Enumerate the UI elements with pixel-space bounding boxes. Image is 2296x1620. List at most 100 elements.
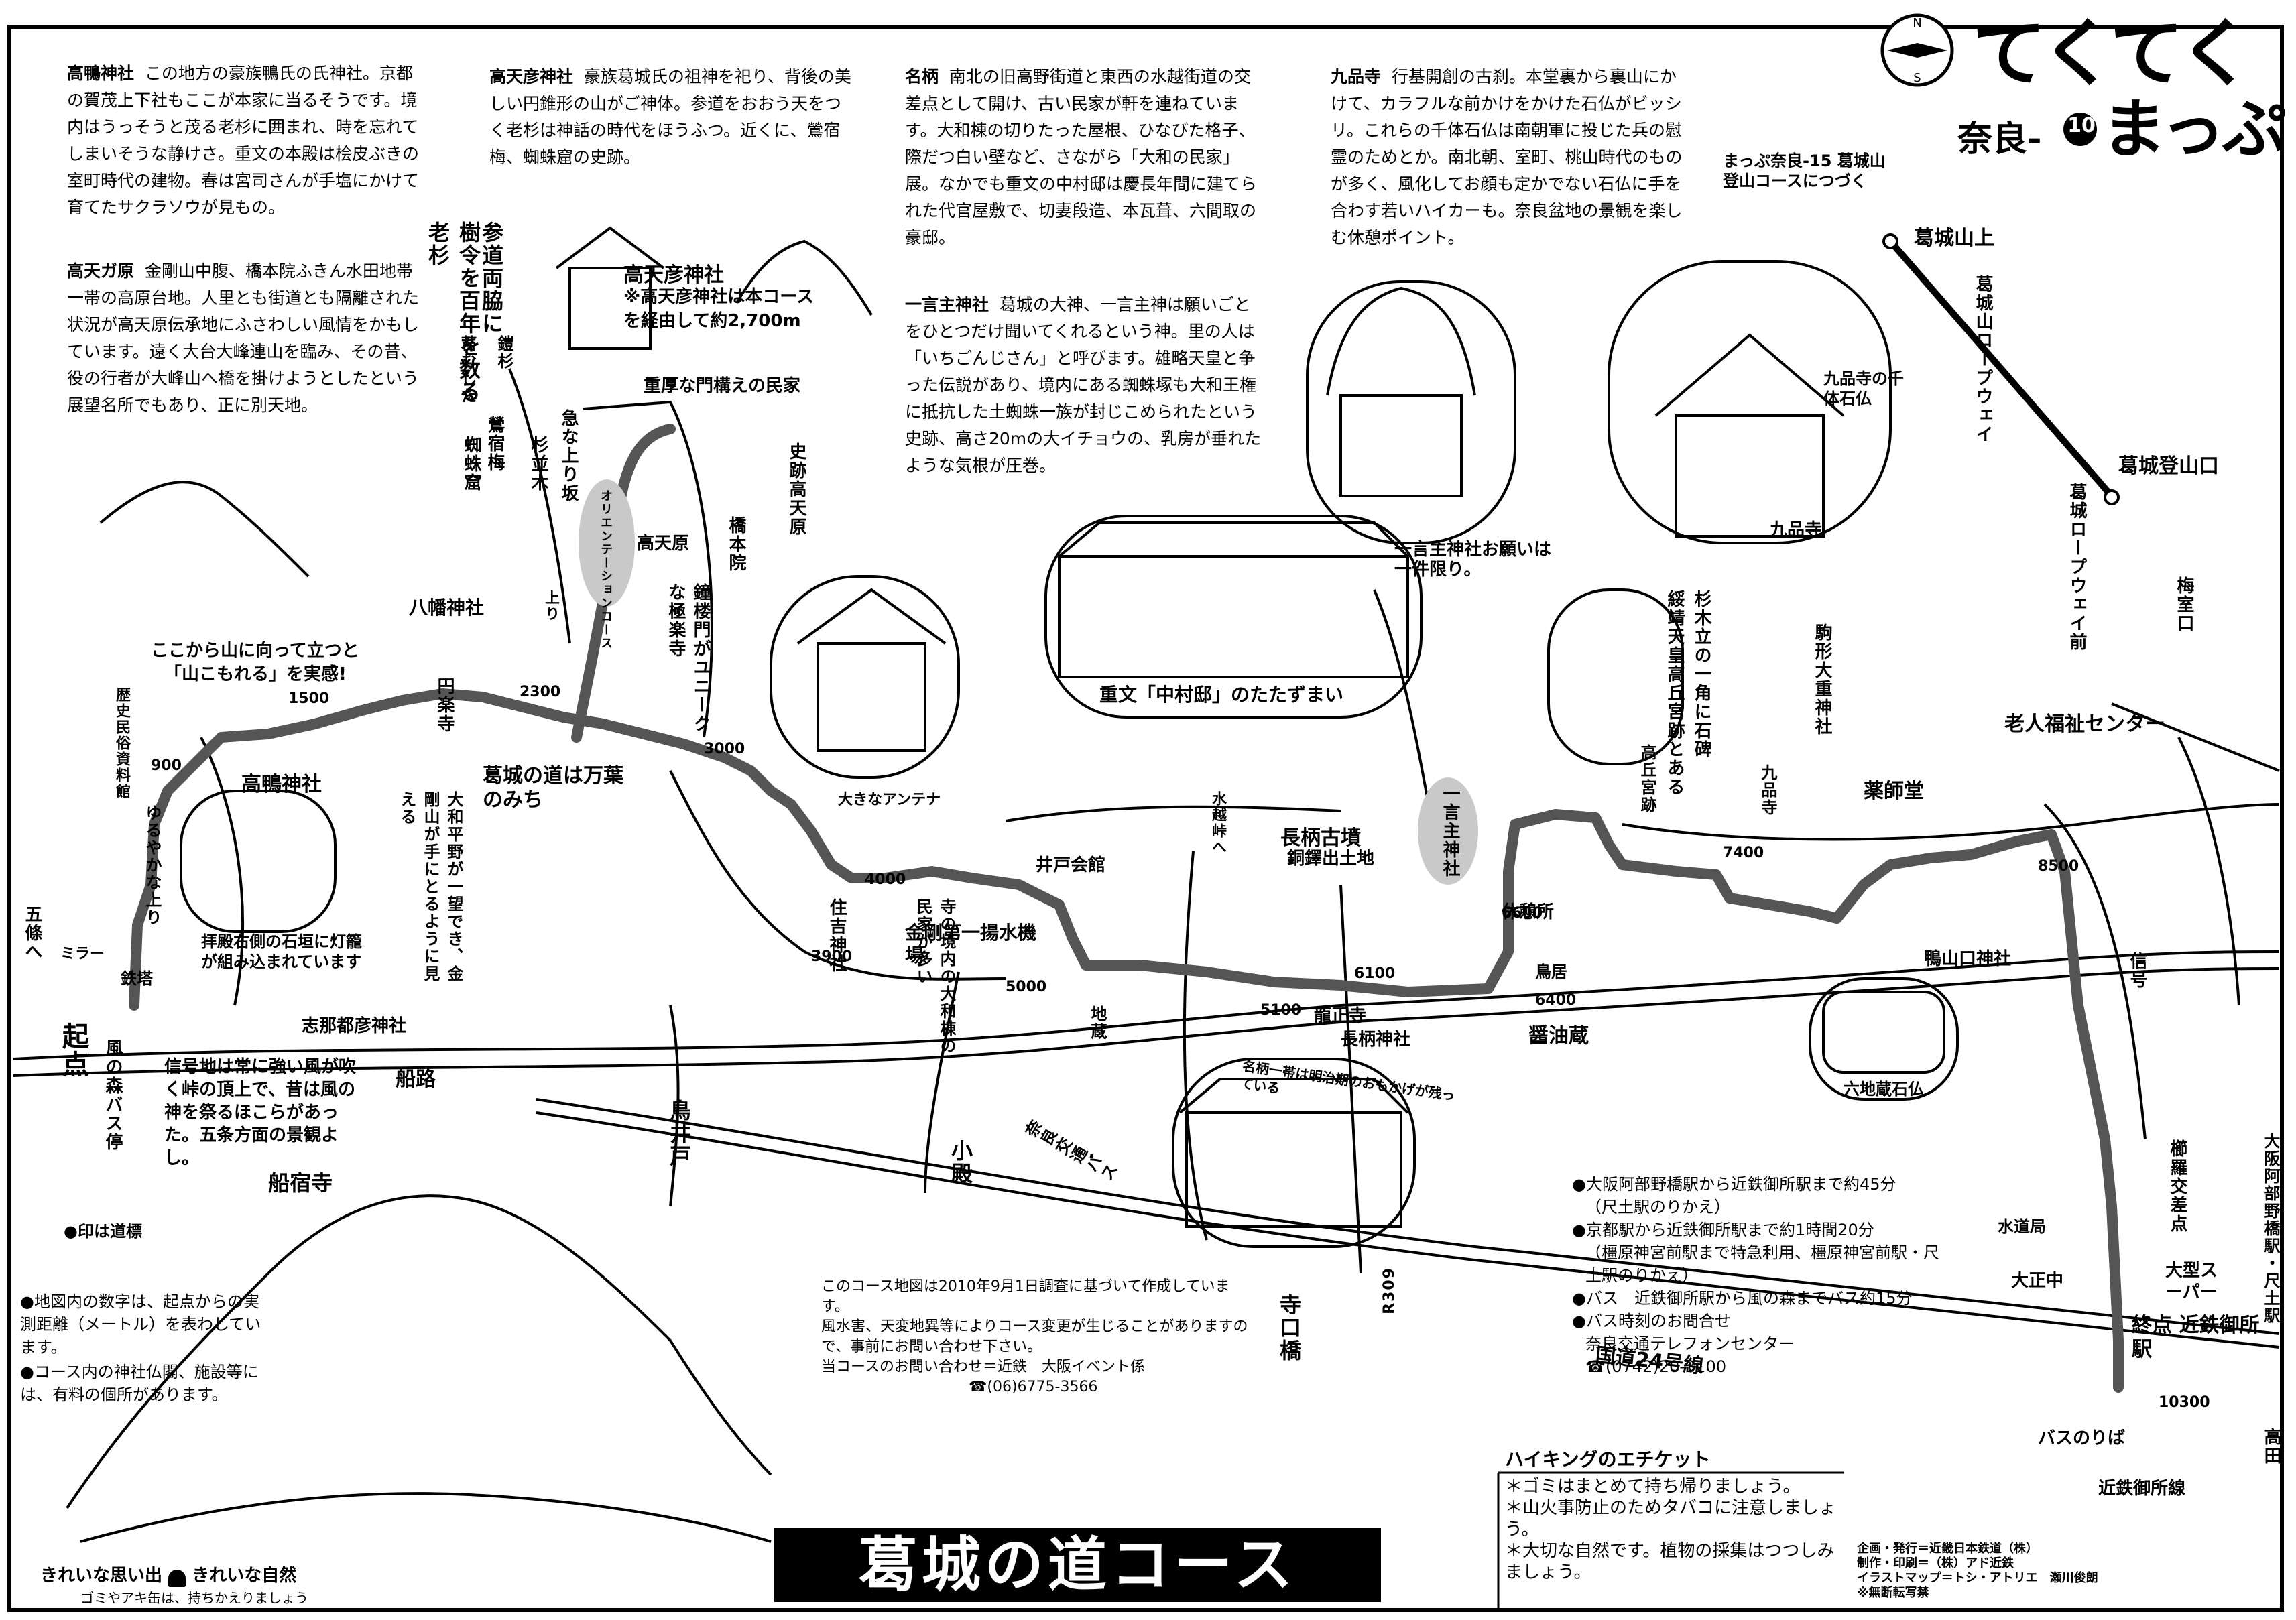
compass-icon: N S (1880, 13, 1954, 87)
label-gojo: 五條へ (22, 905, 42, 961)
distance-7400: 7400 (1723, 845, 1764, 861)
label-dotaku: 銅鐸出土地 (1287, 849, 1375, 869)
label-yama-view-1: ここから山に向って立つと (151, 641, 359, 661)
label-funashukuji: 船宿寺 (268, 1170, 333, 1196)
label-kumo: 蜘蛛窟 (461, 436, 481, 492)
tree-icon (168, 1569, 186, 1587)
access-line-3: ●バス 近鉄御所駅から風の森までバス約15分 (1572, 1289, 1913, 1308)
label-katsuragi-road: 葛城の道は万葉のみち (483, 764, 623, 812)
desc-takakamo-name: 高鴨神社 (67, 64, 135, 83)
label-yama-view-2: 「山こもれる」を実感! (164, 664, 347, 684)
label-kuhonji-stone: 九品寺の千体石仏 (1823, 369, 1904, 408)
legend-marker: ●印は道標 (64, 1222, 142, 1241)
access-line-2b: （橿原神宮前駅まで特急利用、橿原神宮前駅・尺土駅のりかえ） (1585, 1243, 1939, 1285)
distance-6400: 6400 (1535, 992, 1577, 1009)
label-ishidan: 拝殿右側の石垣に灯籠が組み込まれています (201, 932, 362, 971)
credit-3: イラストマップ＝トシ・アトリエ 瀬川俊朗 (1857, 1571, 2098, 1585)
desc-hitokotonushi: 一言主神社 葛城の大神、一言主神は願いごとをひとつだけ聞いてくれるという神。里の… (905, 292, 1267, 479)
distance-10300: 10300 (2159, 1394, 2210, 1411)
distance-5000: 5000 (1006, 979, 1047, 995)
clean-line-2: きれいな自然 (192, 1566, 297, 1586)
label-kuhon-road: 九品寺 (1758, 764, 1777, 816)
label-komagata: 駒形大重神社 (1812, 623, 1832, 736)
course-title-box (774, 1528, 1381, 1602)
label-shingou: 信号 (2127, 952, 2147, 989)
distance-4000: 4000 (865, 871, 906, 888)
label-nagara-kofun: 長柄古墳 (1280, 826, 1361, 850)
desc-takakamo: 高鴨神社 この地方の豪族鴨氏の氏神社。京都の賀茂上下社もここが本家に当るそうです… (67, 60, 429, 221)
desc-takamagahara: 高天ガ原 金剛山中腹、橋本院ふきん水田地帯一帯の高原台地。人里とも街道とも隔離さ… (67, 258, 429, 419)
label-suidou: 水道局 (1998, 1217, 2046, 1236)
label-wish: 一言主神社お願いは一件限り。 (1394, 540, 1552, 580)
legend-paid: ●コース内の神社仏閣、施設等には、有料の個所があります。 (20, 1363, 259, 1404)
label-takaoka: 高丘宮跡 (1638, 744, 1656, 814)
label-jizo2: 地蔵 (1088, 1005, 1107, 1040)
label-kamo: 鴨山口神社 (1924, 949, 2012, 969)
desc-kuhonji-text: 行基開創の古刹。本堂裏から裏山にかけて、カラフルな前かけをかけた石仏がビッシリ。… (1331, 67, 1683, 247)
label-takama: 高天原 (637, 534, 690, 554)
label-yakushi: 薬師堂 (1864, 780, 1924, 803)
etiquette-title: ハイキングのエチケット (1505, 1448, 1711, 1471)
desc-kuhonji-name: 九品寺 (1331, 67, 1382, 86)
desc-nagara-name: 名柄 (905, 67, 939, 86)
label-big-antenna: 大きなアンテナ (838, 792, 941, 808)
label-jizo: 六地蔵石仏 (1844, 1080, 1924, 1099)
label-shiseki: 史跡高天原 (786, 442, 806, 536)
series-logo: てくてく 奈良- 10 まっぷ (1957, 11, 2287, 168)
series-title-2: まっぷ (2102, 92, 2287, 167)
label-hakubutsu: 歴史民俗資料館 (113, 687, 130, 800)
desc-takahikone-text: 豪族葛城氏の祖神を祀り、背後の美しい円錐形の山がご神体。参道をおおう天をつく老杉… (489, 67, 851, 167)
label-sugi-2: 綏靖天皇高丘宮跡とある (1665, 590, 1685, 796)
access-line-4: ●バス時刻のお問合せ (1572, 1312, 1731, 1330)
label-nobori: 上り (542, 590, 559, 622)
survey-tel: ☎(06)6775-3566 (969, 1379, 1098, 1395)
course-title: 葛城の道コース (858, 1530, 1297, 1599)
credit-2: 制作・印刷＝（株）アド近鉄 (1857, 1556, 2014, 1570)
desc-takahikone: 高天彦神社 豪族葛城氏の祖神を祀り、背後の美しい円錐形の山がご神体。参道をおおう… (489, 64, 851, 171)
label-orient: オリエンテーションコース (599, 489, 613, 650)
label-busstop: バスのりば (2038, 1428, 2126, 1448)
distance-6600: 6600 (1502, 905, 1543, 922)
orientation-area (579, 479, 635, 607)
label-kyuukei: 休憩所 (1502, 902, 1555, 922)
label-ougushu: 鶯宿梅 (485, 416, 505, 472)
label-kyusaka: 急な上り坂 (558, 409, 579, 503)
survey-note: このコース地図は2010年9月1日調査に基づいて作成しています。 風水害、天変地… (821, 1277, 1250, 1397)
series-title-1: てくてく (1972, 11, 2252, 97)
label-hashimoto: 橋本院 (726, 516, 746, 572)
label-takamahiko-note: ※高天彦神社は本コースを経由して約2,700m (623, 287, 814, 331)
label-kaze-no-mori: 風の森バス停 (103, 1039, 123, 1151)
label-koke: 苔むした (458, 335, 477, 405)
clean-line-3: ゴミやアキ缶は、持ちかえりましょう (80, 1589, 308, 1606)
series-prefix: 奈良- (1957, 119, 2042, 160)
label-ido: 井戸会館 (1036, 855, 1106, 875)
distance-2300: 2300 (520, 684, 561, 700)
clean-line-1: きれいな思い出 (40, 1566, 163, 1586)
label-gose-line: 近鉄御所線 (2098, 1479, 2186, 1499)
credit-1: 企画・発行＝近畿日本鉄道（株） (1857, 1542, 2038, 1556)
label-yuruyaka: ゆるやかな上り (143, 804, 162, 926)
label-hitokoto-jinja: 一言主神社 (1440, 784, 1460, 878)
label-yamato: 大和平野が一望でき、金剛山が手にとるように見える (398, 791, 463, 983)
label-kongo: 金剛第一揚水機場 (905, 922, 1037, 967)
label-nakamura: 重文「中村邸」のたたずまい (1099, 684, 1344, 706)
label-mira1: ミラー (60, 946, 105, 962)
credit-4: ※無断転写禁 (1857, 1586, 1929, 1600)
etiquette: ハイキングのエチケット ＊ゴミはまとめて持ち帰りましょう。 ＊山火事防止のためタ… (1505, 1449, 1840, 1583)
desc-kuhonji: 九品寺 行基開創の古刹。本堂裏から裏山にかけて、カラフルな前かけをかけた石仏がビ… (1331, 64, 1693, 251)
label-ropeway-mae: 葛城ロープウェイ前 (2067, 483, 2087, 651)
sketch-frames (180, 260, 1959, 1248)
label-takamahiko-shrine: 高天彦神社 (623, 263, 724, 287)
label-kaze-note: 信号地は常に強い風が吹く峠の頂上で、昔は風の神を祭るほこらがあった。五条方面の景… (164, 1057, 357, 1168)
desc-hitokotonushi-text: 葛城の大神、一言主神は願いごとをひとつだけ聞いてくれるという神。里の人は「いちご… (905, 295, 1262, 475)
desc-takamagahara-name: 高天ガ原 (67, 261, 135, 281)
label-yama-top: 葛城山上 (1914, 227, 1994, 250)
survey-line-1: このコース地図は2010年9月1日調査に基づいて作成しています。 (821, 1278, 1230, 1315)
label-ogawa: 小殿 (948, 1139, 973, 1185)
distance-3000: 3000 (704, 741, 745, 757)
label-kiso: 樹令を百年を数る老杉 (425, 221, 481, 403)
label-torii2: 鳥居 (1535, 962, 1567, 981)
distance-900: 900 (151, 757, 182, 774)
label-tozan: 葛城登山口 (2118, 454, 2219, 478)
